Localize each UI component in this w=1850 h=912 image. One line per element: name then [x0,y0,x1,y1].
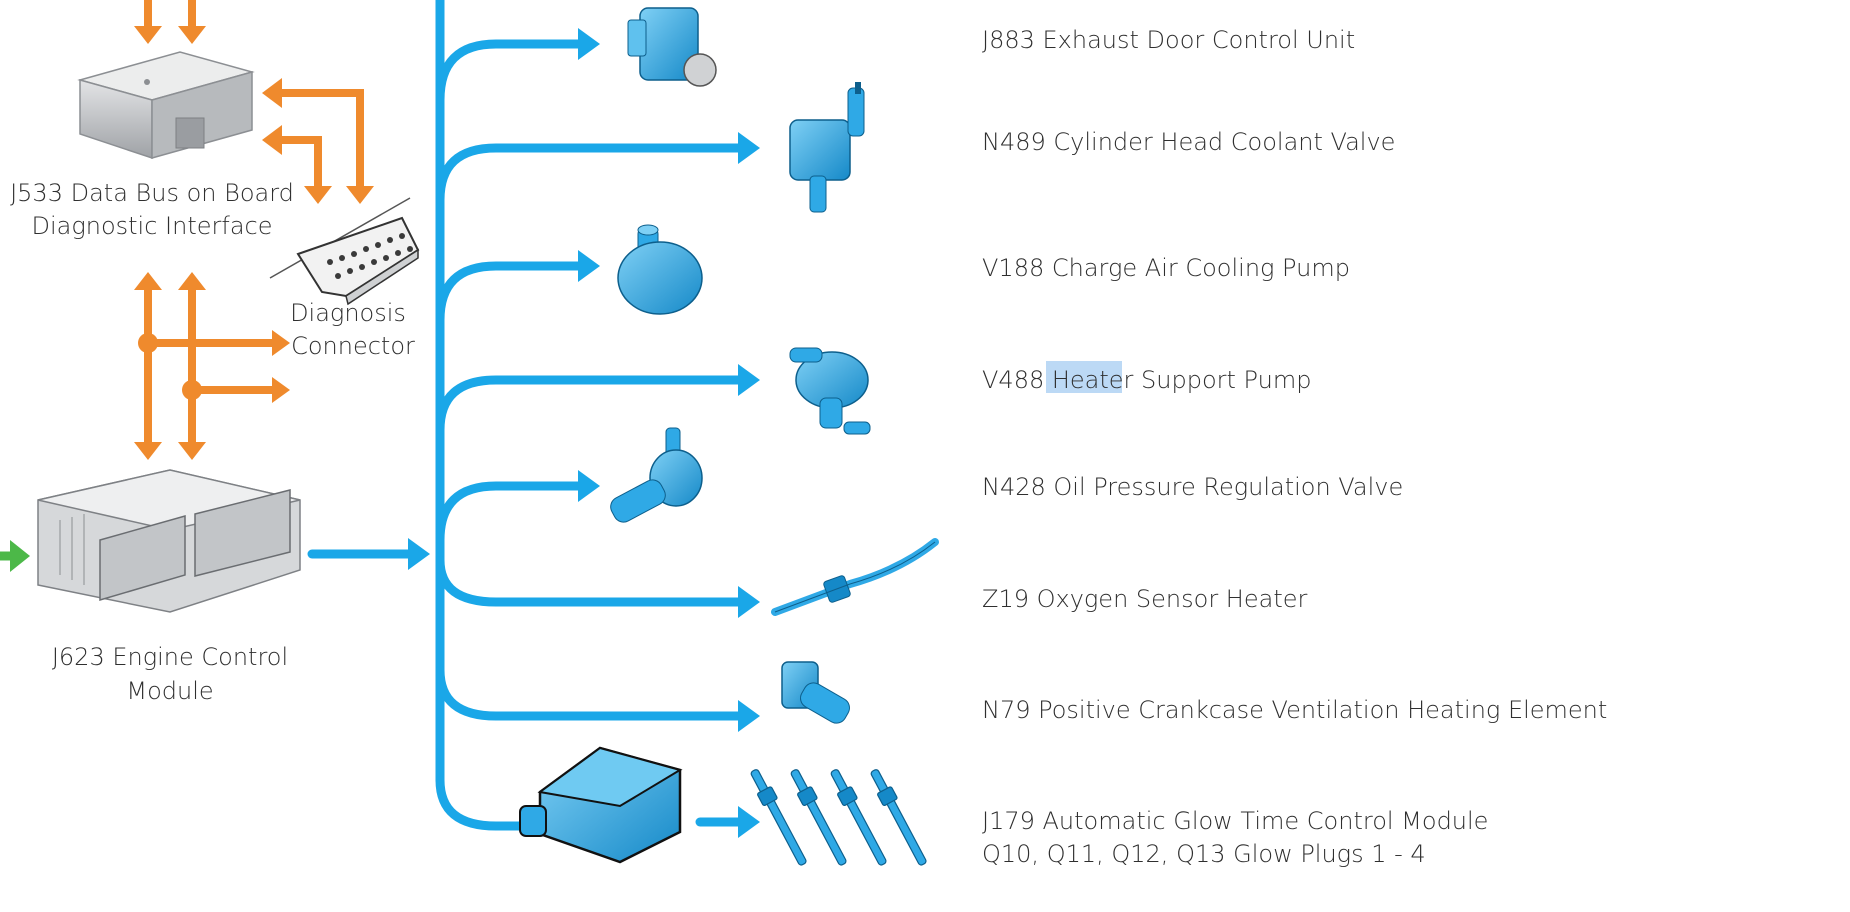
green-input-arrow [0,540,30,572]
glow-plugs-icon [750,769,927,866]
blue-arrowheads [408,28,760,838]
oxygen-sensor-icon [771,538,939,616]
pcv-heating-element-icon [781,661,850,724]
orange-arrowheads [134,26,374,460]
output-label-v488-highlight: Heater [1052,366,1134,394]
diagnosis-label-line2: Connector [291,332,415,360]
diagnosis-connector-icon [269,197,420,306]
gateway-label-line2: Diagnostic Interface [31,212,272,240]
text-selection-highlight [1046,361,1122,393]
output-label-n79: N79 Positive Crankcase Ventilation Heati… [982,696,1607,724]
orange-data-bus [144,0,364,445]
blue-output-trunk [307,0,750,831]
output-label-n489: N489 Cylinder Head Coolant Valve [982,128,1395,156]
output-label-v488: V488 Heater Support Pump [982,366,1311,394]
oil-pressure-valve-icon [610,427,703,523]
gateway-module-icon [77,51,255,160]
charge-air-pump-icon [617,224,703,315]
coolant-valve-icon [789,82,865,213]
engine-control-module-icon [37,469,301,613]
output-label-v488-prefix: V488 [982,366,1052,394]
output-label-v188: V188 Charge Air Cooling Pump [982,254,1350,282]
output-label-j179: J179 Automatic Glow Time Control Module [982,807,1488,835]
ecm-label-line1: J623 Engine Control [52,643,288,671]
gateway-label-line1: J533 Data Bus on Board [10,179,294,207]
diagnosis-label-line1: Diagnosis [290,299,406,327]
output-label-j883: J883 Exhaust Door Control Unit [982,26,1355,54]
output-label-z19: Z19 Oxygen Sensor Heater [982,585,1308,613]
ecm-label-line2: Module [126,677,213,705]
exhaust-door-actuator-icon [627,7,717,87]
output-label-glow-plugs: Q10, Q11, Q12, Q13 Glow Plugs 1 - 4 [982,840,1426,868]
heater-pump-icon [789,347,871,435]
glow-control-module-icon [519,746,683,864]
output-label-v488-suffix: Support Pump [1133,366,1311,394]
output-label-n428: N428 Oil Pressure Regulation Valve [982,473,1403,501]
